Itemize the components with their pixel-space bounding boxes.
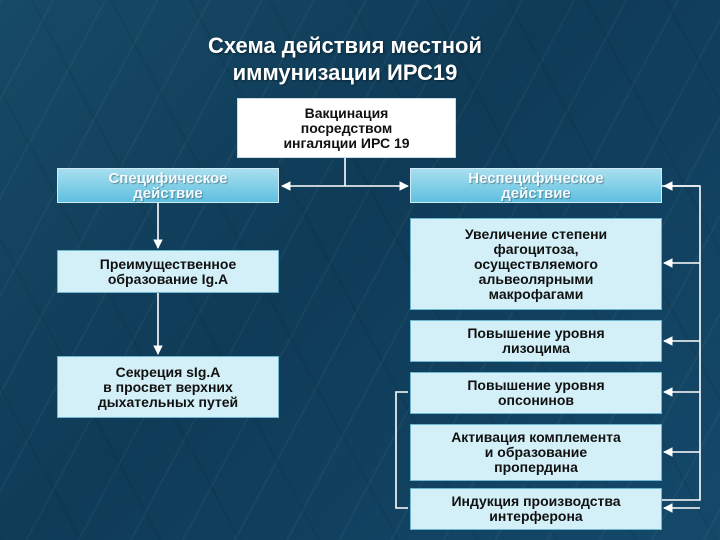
node-siga-secretion-line-2: в просвет верхних: [103, 378, 233, 395]
node-iga-formation-line-1: Преимущественное: [99, 255, 237, 272]
node-vaccination: Вакцинация посредством ингаляции ИРС 19: [237, 98, 456, 158]
bracket-left-side: [395, 391, 408, 509]
node-specific-line-1: Специфическое: [108, 169, 228, 187]
node-vaccination-line-3: ингаляции ИРС 19: [283, 134, 410, 151]
node-complement-line-1: Активация комплемента: [451, 429, 621, 445]
node-opsonins-line-2: опсонинов: [497, 392, 575, 408]
node-phagocytosis-line-5: макрофагами: [488, 285, 584, 302]
node-interferon-line-2: интерферона: [489, 508, 583, 524]
bracket-right-main: [662, 185, 701, 501]
node-complement-line-3: пропердина: [494, 459, 578, 475]
node-nonspecific-line-1: Неспецифическое: [468, 169, 604, 187]
node-phagocytosis-line-1: Увеличение степени: [464, 225, 608, 242]
node-nonspecific-line-2: действие: [501, 184, 571, 202]
node-phagocytosis: Увеличение степени фагоцитоза, осуществл…: [410, 218, 662, 310]
node-siga-secretion: Секреция sIg.A в просвет верхних дыхател…: [57, 356, 279, 418]
title-line-2: иммунизации ИРС19: [232, 60, 458, 85]
node-iga-formation-line-2: образование Ig.A: [107, 270, 229, 287]
node-nonspecific: Неспецифическое действие: [410, 168, 662, 203]
node-opsonins: Повышение уровня опсонинов: [410, 372, 662, 414]
node-complement-line-2: и образование: [484, 444, 588, 460]
node-vaccination-line-1: Вакцинация: [304, 104, 389, 121]
node-lysozyme-line-1: Повышение уровня: [467, 325, 605, 341]
node-siga-secretion-line-3: дыхательных путей: [97, 393, 239, 410]
page-title: Схема действия местной иммунизации ИРС19: [150, 32, 540, 86]
node-interferon: Индукция производства интерферона: [410, 488, 662, 530]
node-vaccination-line-2: посредством: [300, 119, 393, 136]
node-opsonins-line-1: Повышение уровня: [467, 377, 605, 393]
node-phagocytosis-line-3: осуществляемого: [473, 255, 598, 272]
node-siga-secretion-line-1: Секреция sIg.A: [115, 363, 221, 380]
node-complement: Активация комплемента и образование проп…: [410, 424, 662, 481]
node-lysozyme: Повышение уровня лизоцима: [410, 320, 662, 362]
node-phagocytosis-line-4: альвеолярными: [478, 270, 594, 287]
node-iga-formation: Преимущественное образование Ig.A: [57, 250, 279, 293]
node-interferon-line-1: Индукция производства: [451, 493, 621, 509]
title-line-1: Схема действия местной: [207, 33, 483, 58]
node-specific-line-2: действие: [133, 184, 203, 202]
node-phagocytosis-line-2: фагоцитоза,: [493, 240, 579, 257]
node-lysozyme-line-2: лизоцима: [502, 340, 570, 356]
node-specific: Специфическое действие: [57, 168, 279, 203]
